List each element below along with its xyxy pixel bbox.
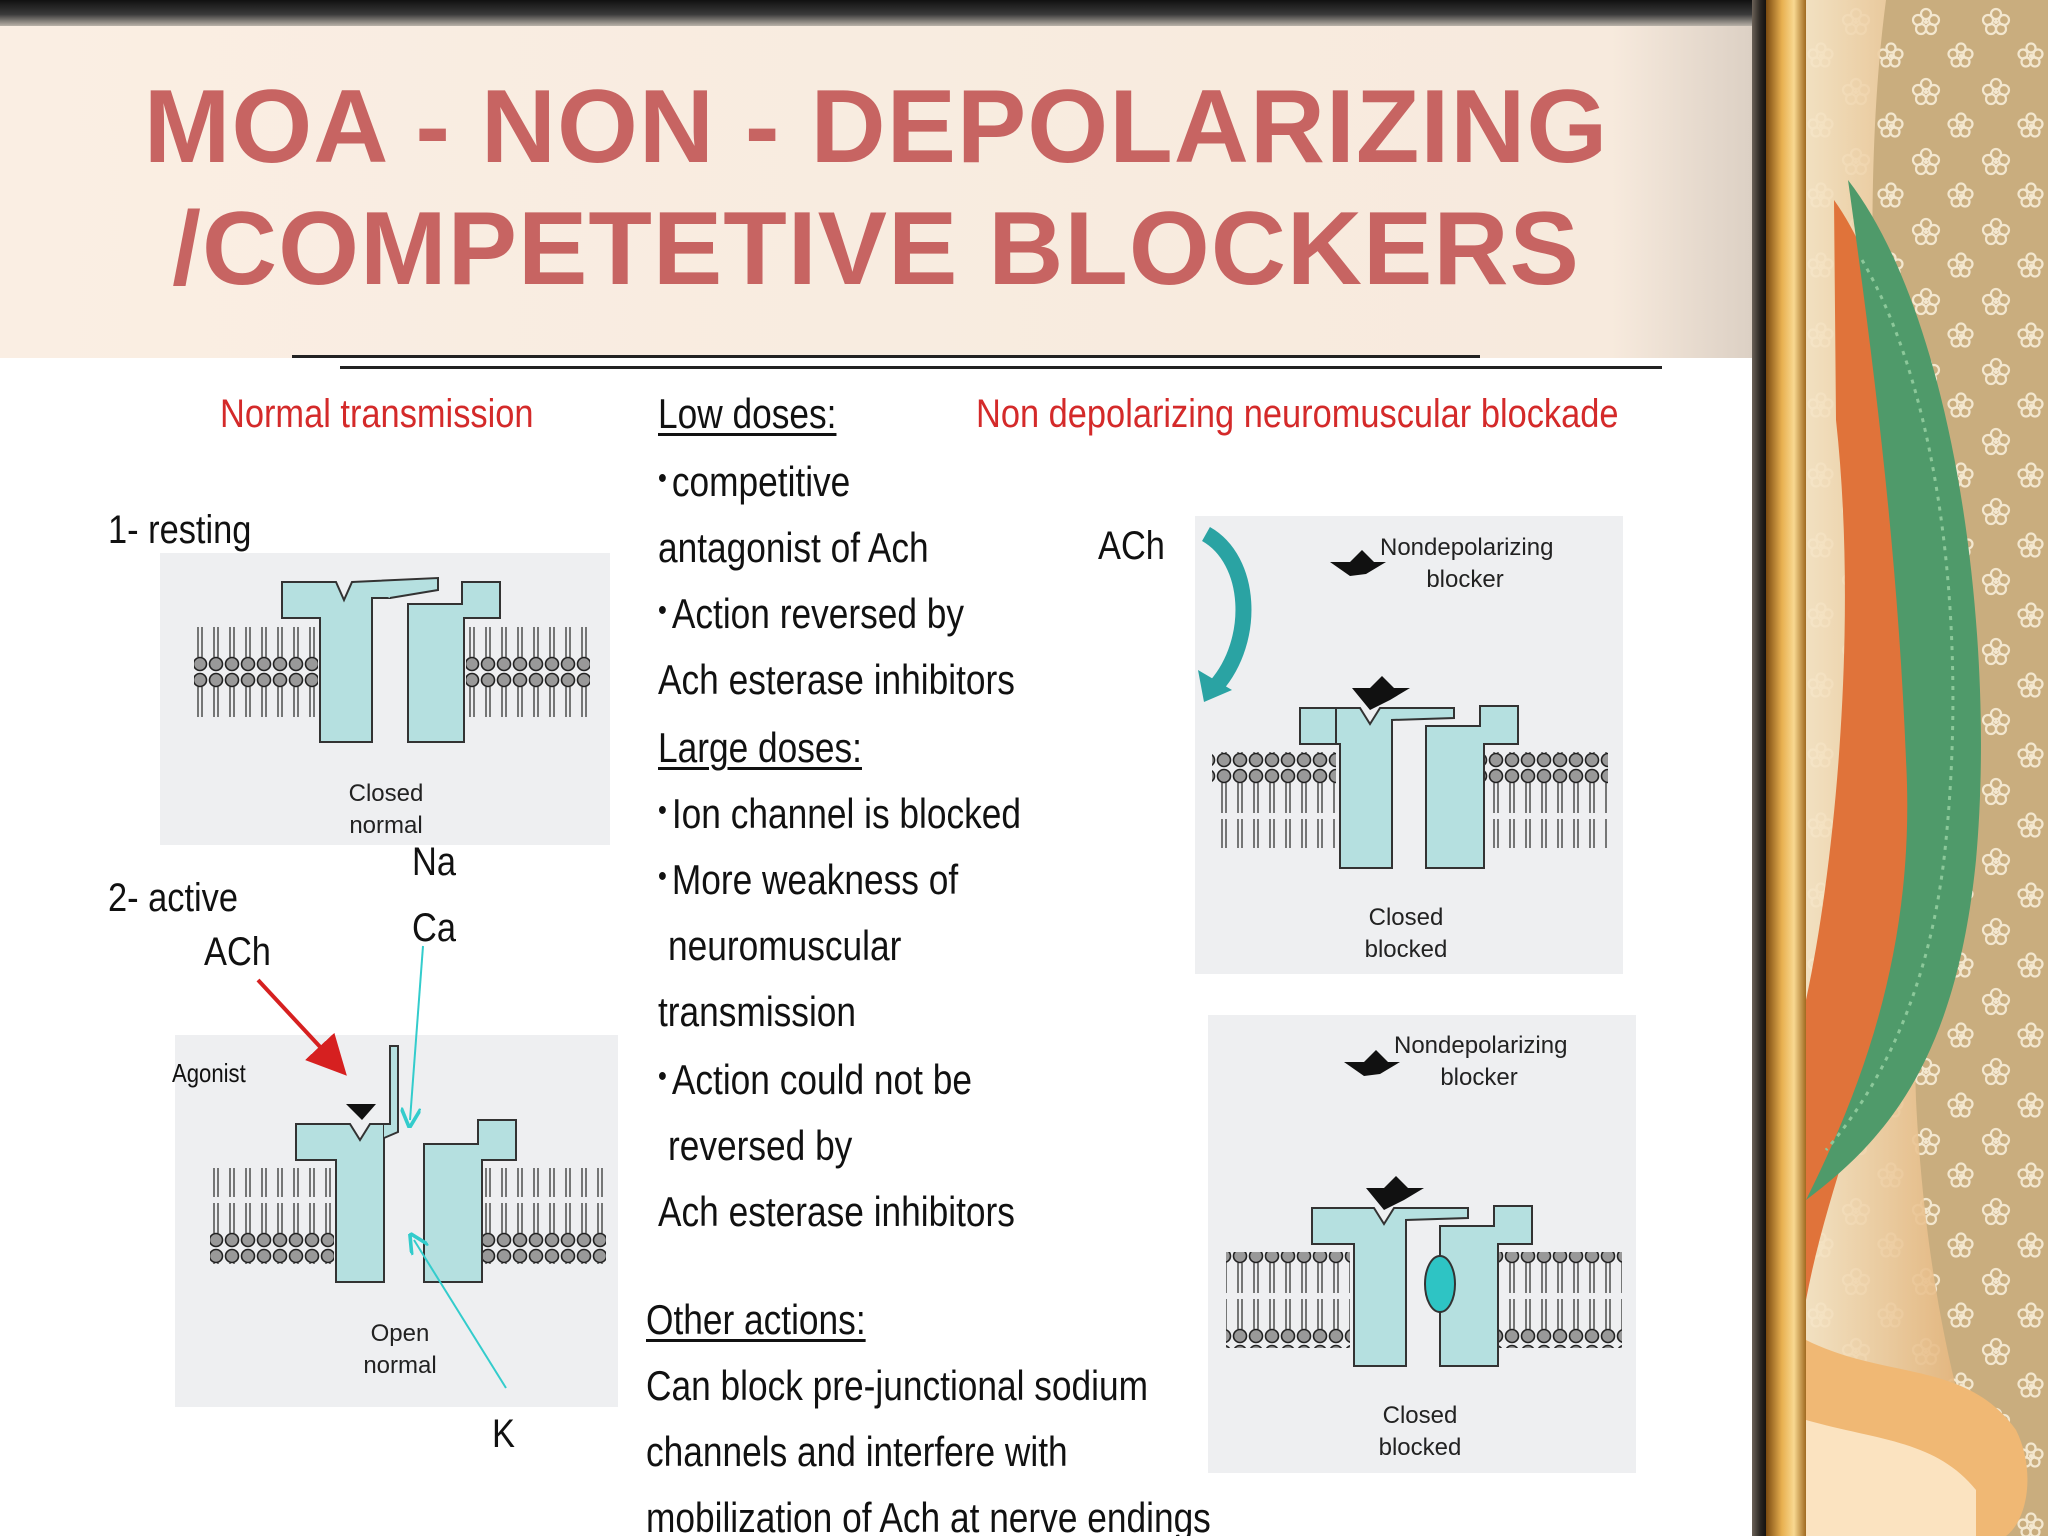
top-band	[0, 0, 1760, 26]
large-line-4: transmission	[658, 988, 857, 1035]
top-blocked-caption-line2: blocked	[1364, 936, 1448, 963]
ach-label-left: ACh	[204, 930, 271, 974]
large-line-1: •Ion channel is blocked	[658, 790, 1021, 837]
slide-edge-shadow	[1752, 0, 1766, 1536]
ca-label: Ca	[412, 906, 456, 950]
large-doses-heading: Large doses:	[658, 724, 862, 771]
blocker-caption-bottom: Nondepolarizing blocker	[1394, 1030, 1568, 1094]
blocked-channel-bottom	[1226, 1050, 1622, 1367]
resting-caption-line1: Closed	[348, 780, 424, 807]
large-line-3: neuromuscular	[668, 922, 902, 969]
active-caption: Open normal	[320, 1318, 480, 1382]
normal-transmission-heading: Normal transmission	[220, 392, 534, 436]
title-area: MOA - NON - DEPOLARIZING /COMPETETIVE BL…	[0, 26, 1752, 358]
blocked-top-panel	[1195, 516, 1623, 974]
top-blocked-caption: Closed blocked	[1326, 902, 1486, 966]
bottom-blocked-caption-line1: Closed	[1382, 1402, 1458, 1429]
resting-label: 1- resting	[108, 508, 252, 552]
low-line-3: •Action reversed by	[658, 590, 965, 637]
blocked-channel-top	[1198, 527, 1608, 869]
decorative-artwork	[1766, 0, 2048, 1536]
title-rule-lower	[340, 366, 1662, 369]
blocker-caption-top-line2: blocker	[1426, 566, 1504, 593]
diagram-drawing	[194, 527, 1622, 1389]
title-rule-upper	[292, 355, 1480, 358]
low-line-4: Ach esterase inhibitors	[658, 656, 1015, 703]
decorative-border	[1766, 0, 2048, 1536]
large-line-5: •Action could not be	[658, 1056, 972, 1103]
blocker-caption-top-line1: Nondepolarizing	[1380, 534, 1554, 561]
nondepolarizing-blockade-heading: Non depolarizing neuromuscular blockade	[976, 392, 1619, 436]
bottom-blocked-caption-line2: blocked	[1378, 1434, 1462, 1461]
active-label: 2- active	[108, 876, 239, 920]
large-line-2: •More weakness of	[658, 856, 959, 903]
resting-caption-line2: normal	[349, 812, 423, 839]
low-doses-heading: Low doses:	[658, 390, 837, 437]
title-line-1: MOA - NON - DEPOLARIZING	[143, 69, 1609, 185]
low-line-1: •competitive	[658, 458, 851, 505]
resting-channel	[194, 576, 590, 743]
k-label: K	[492, 1412, 515, 1456]
bottom-blocked-caption: Closed blocked	[1340, 1400, 1500, 1464]
na-label: Na	[412, 840, 456, 884]
resting-caption: Closed normal	[306, 778, 466, 842]
active-caption-line1: Open	[370, 1320, 430, 1347]
blocker-caption-top: Nondepolarizing blocker	[1380, 532, 1554, 596]
ach-label-right: ACh	[1098, 524, 1165, 568]
slide-title: MOA - NON - DEPOLARIZING /COMPETETIVE BL…	[0, 66, 1752, 310]
other-line-1: Can block pre-junctional sodium	[646, 1362, 1149, 1409]
blocker-caption-bottom-line2: blocker	[1440, 1064, 1518, 1091]
blocker-caption-bottom-line1: Nondepolarizing	[1394, 1032, 1568, 1059]
other-actions-heading: Other actions:	[646, 1296, 866, 1343]
top-blocked-caption-line1: Closed	[1368, 904, 1444, 931]
other-line-2: channels and interfere with	[646, 1428, 1068, 1475]
blocked-bottom-panel	[1208, 1015, 1636, 1473]
large-line-6: reversed by	[668, 1122, 853, 1169]
title-line-2: /COMPETETIVE BLOCKERS	[172, 191, 1580, 307]
low-line-2: antagonist of Ach	[658, 524, 929, 571]
other-line-3: mobilization of Ach at nerve endings	[646, 1494, 1211, 1536]
active-channel	[210, 945, 606, 1389]
active-caption-line2: normal	[363, 1352, 437, 1379]
large-line-7: Ach esterase inhibitors	[658, 1188, 1015, 1235]
agonist-label: Agonist	[172, 1058, 246, 1088]
